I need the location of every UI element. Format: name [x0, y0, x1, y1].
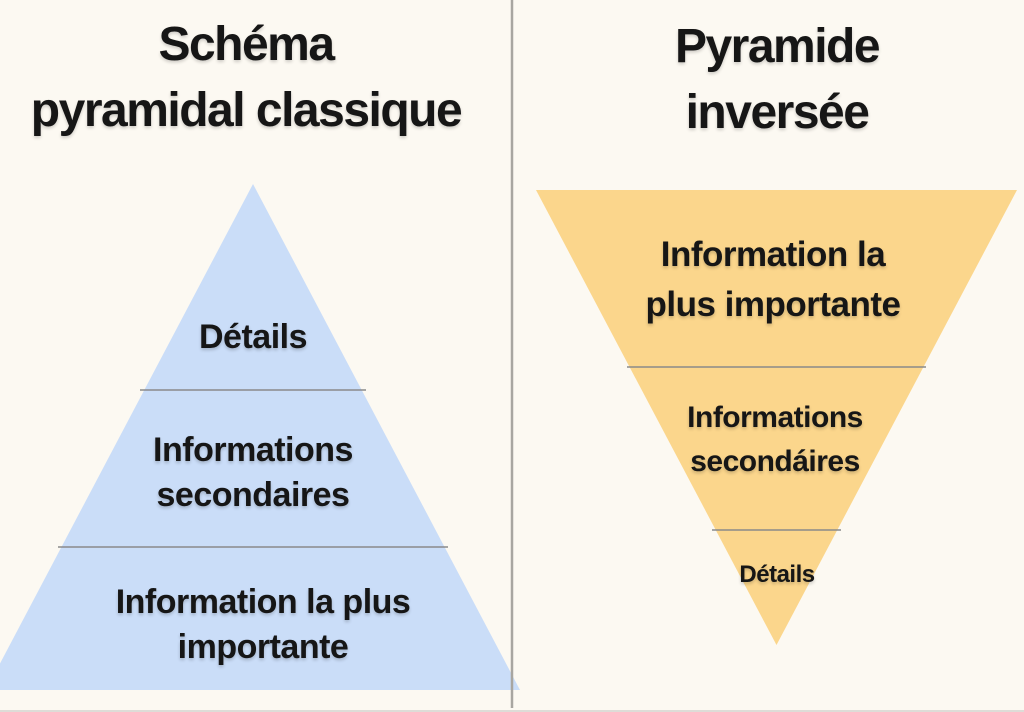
label-line: Informations [153, 431, 353, 469]
label-line: secondáires [690, 445, 860, 478]
classic-level-important-label: Information la plus importante [63, 580, 463, 670]
title-line: pyramidal classique [30, 84, 463, 137]
label-line: importante [177, 628, 349, 666]
label-line: Information la [660, 235, 886, 274]
inverted-level-details-label: Détails [677, 561, 877, 589]
classic-pyramid-title: Schéma pyramidal classique [0, 12, 502, 144]
classic-level-secondary-label: Informations secondaires [93, 428, 413, 518]
label-line: Information la plus [115, 583, 411, 621]
classic-pyramid-shape [0, 184, 520, 690]
inverted-level-secondary-label: Informations secondáires [615, 396, 935, 484]
label-line: secondaires [156, 476, 350, 514]
inverted-pyramid-title: Pyramide inversée [521, 14, 1024, 146]
title-line: inversée [685, 86, 870, 139]
label-line: Détails [739, 561, 815, 588]
title-line: Pyramide [674, 20, 881, 73]
label-line: plus importante [645, 285, 901, 324]
label-line: Informations [687, 401, 863, 434]
classic-level-details-label: Détails [133, 316, 373, 358]
inverted-pyramid-shape [536, 190, 1017, 645]
label-line: Détails [199, 318, 308, 356]
inverted-level-important-label: Information la plus importante [593, 230, 953, 330]
title-line: Schéma [158, 18, 335, 71]
